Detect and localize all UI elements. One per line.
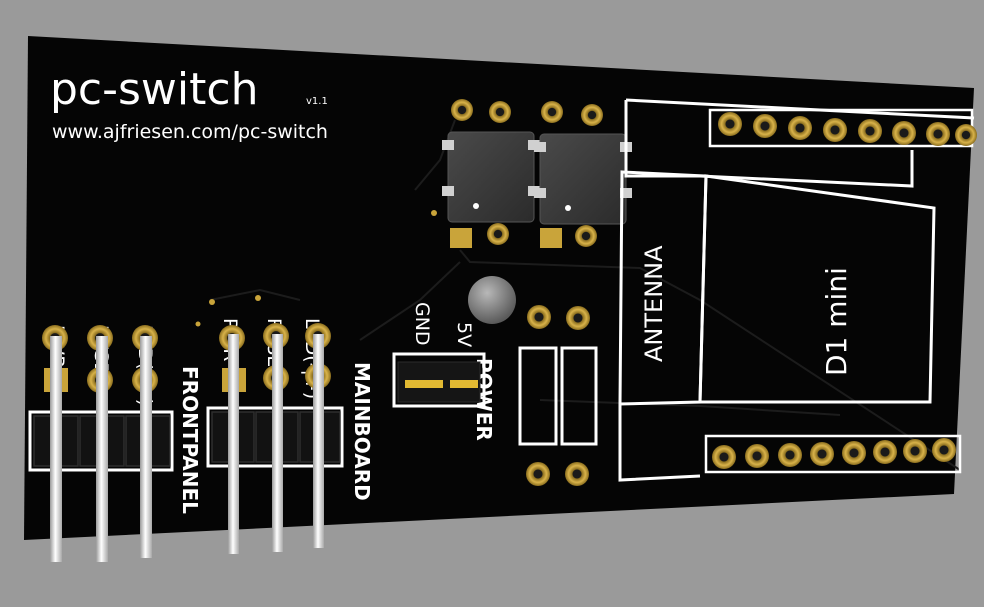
module-header-bottom (704, 434, 962, 474)
mainboard-label: MAINBOARD (350, 362, 374, 501)
round-component (468, 276, 516, 324)
jumper-pin (450, 380, 478, 388)
mainboard-pins (228, 334, 324, 554)
board-title: pc-switch (50, 64, 258, 115)
d1-mini-label: D1 mini (820, 267, 853, 376)
frontpanel-pins (50, 336, 152, 562)
power-jumper-outline (392, 352, 486, 408)
antenna-label: ANTENNA (640, 245, 668, 362)
vias (195, 210, 437, 327)
ic-left (442, 99, 540, 248)
ic-right (534, 101, 632, 248)
jumper-pin (405, 380, 443, 388)
resistor-pads (526, 305, 590, 486)
5v-label: 5V (453, 322, 475, 347)
resistor-outline (560, 346, 598, 446)
chip-area (698, 174, 936, 404)
module-outline-bottom (618, 404, 701, 482)
resistor-outline (518, 346, 558, 446)
frontpanel-label: FRONTPANEL (178, 366, 202, 514)
module-header-bottom-pads (712, 438, 956, 469)
board-url: www.ajfriesen.com/pc-switch (52, 121, 328, 143)
module-header-top-pads (718, 112, 977, 146)
gnd-label: GND (411, 302, 433, 346)
board-version: v1.1 (306, 96, 328, 107)
